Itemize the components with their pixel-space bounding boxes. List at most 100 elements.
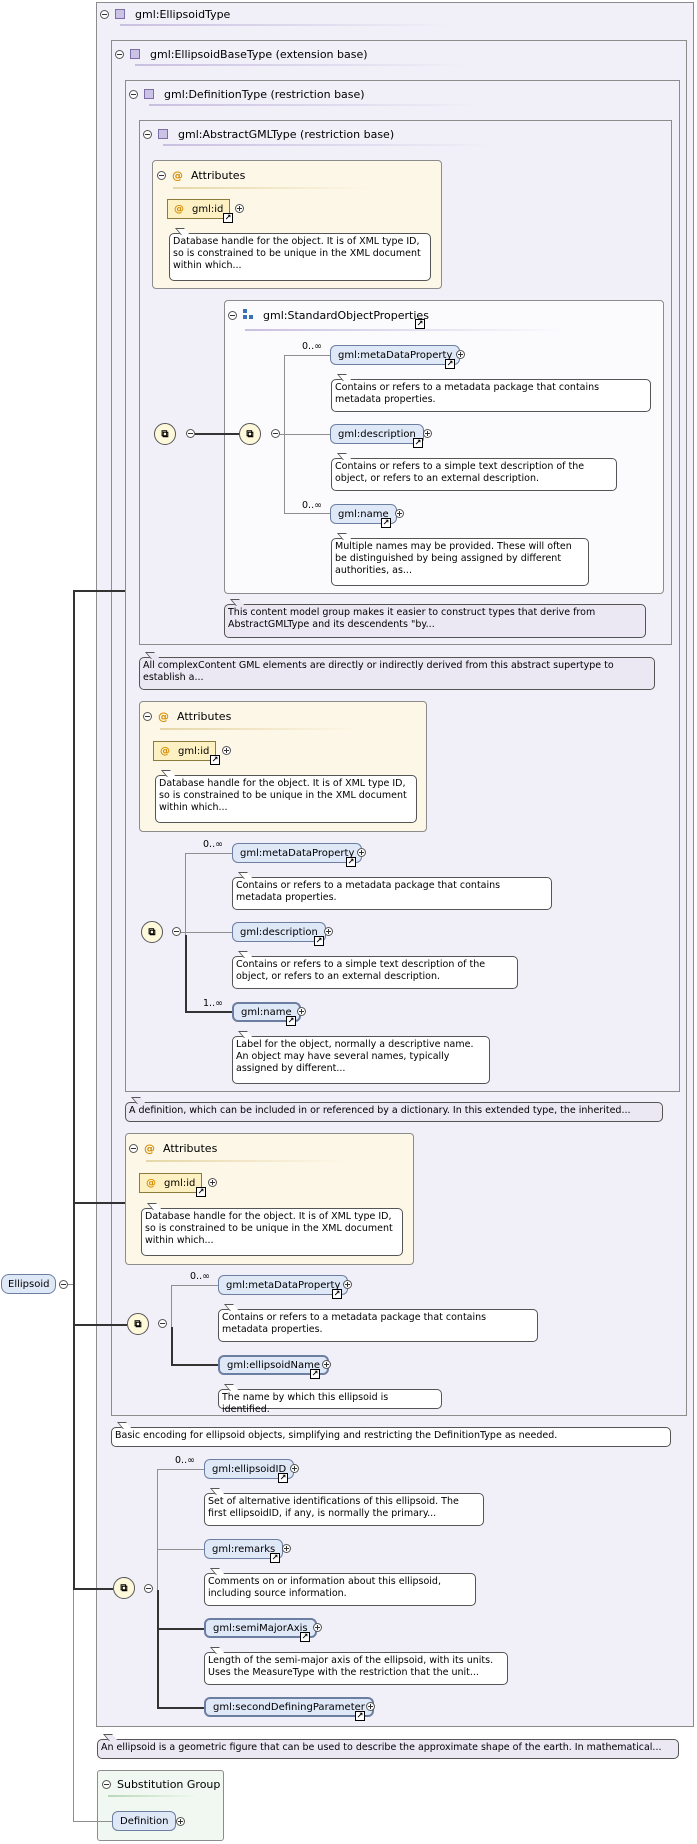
abstract-gml-title: gml:AbstractGMLType (restriction base) — [178, 127, 395, 141]
element-label: gml:ellipsoidName — [227, 1359, 321, 1371]
reference-icon[interactable] — [196, 1187, 206, 1197]
expand-icon[interactable] — [423, 429, 432, 438]
collapse-toggle-icon[interactable] — [186, 429, 195, 438]
metadata-property-doc: Contains or refers to a metadata package… — [218, 1309, 538, 1342]
complex-type-icon — [130, 49, 140, 59]
expand-icon[interactable] — [456, 350, 465, 359]
sequence-compositor-icon: ⧉ — [141, 921, 163, 943]
attributes-label: Attributes — [163, 1141, 218, 1155]
connector-line — [157, 1549, 204, 1550]
expand-icon[interactable] — [357, 848, 366, 857]
connector-line — [157, 1590, 159, 1708]
reference-icon[interactable] — [300, 1632, 310, 1642]
collapse-toggle-icon[interactable] — [271, 429, 280, 438]
collapse-toggle-icon[interactable] — [102, 1779, 111, 1789]
collapse-toggle-icon[interactable] — [228, 310, 237, 320]
definition-type-header: gml:DefinitionType (restriction base) — [129, 86, 365, 102]
substitution-group-header: Substitution Group — [102, 1776, 220, 1792]
description-element[interactable]: gml:description — [330, 424, 424, 444]
expand-icon[interactable] — [235, 204, 244, 213]
expand-icon[interactable] — [366, 1702, 375, 1711]
expand-icon[interactable] — [313, 1623, 322, 1632]
expand-icon[interactable] — [395, 509, 404, 518]
semi-major-axis-element[interactable]: gml:semiMajorAxis — [204, 1618, 317, 1638]
collapse-toggle-icon[interactable] — [129, 89, 138, 99]
sequence-compositor-icon: ⧉ — [154, 423, 176, 445]
element-label: gml:secondDefiningParameter — [213, 1701, 365, 1713]
collapse-toggle-icon[interactable] — [157, 170, 166, 180]
reference-icon[interactable] — [332, 1289, 342, 1299]
reference-icon[interactable] — [415, 319, 425, 329]
definition-substitution-element[interactable]: Definition — [112, 1811, 177, 1831]
ellipsoid-base-title: gml:EllipsoidBaseType (extension base) — [150, 47, 368, 61]
connector-line — [284, 513, 330, 514]
expand-icon[interactable] — [208, 1178, 217, 1187]
reference-icon[interactable] — [310, 1369, 320, 1379]
reference-icon[interactable] — [223, 213, 233, 223]
reference-icon[interactable] — [270, 1553, 280, 1563]
connector-line — [181, 932, 232, 933]
expand-icon[interactable] — [324, 927, 333, 936]
collapse-toggle-icon[interactable] — [59, 1280, 68, 1289]
header-divider — [160, 728, 360, 730]
expand-icon[interactable] — [282, 1544, 291, 1553]
connector-line — [68, 1284, 74, 1285]
expand-icon[interactable] — [290, 1464, 299, 1473]
substitution-group-title: Substitution Group — [117, 1777, 221, 1791]
connector-line — [73, 1202, 125, 1204]
collapse-toggle-icon[interactable] — [143, 711, 152, 721]
connector-line — [157, 1469, 158, 1708]
element-label: gml:ellipsoidID — [212, 1463, 287, 1475]
id-attribute[interactable]: @ gml:id — [139, 1173, 203, 1193]
sequence-compositor-icon: ⧉ — [239, 423, 261, 445]
name-doc: Label for the object, normally a descrip… — [232, 1036, 490, 1084]
id-attribute[interactable]: @ gml:id — [167, 199, 231, 219]
description-element[interactable]: gml:description — [232, 922, 326, 942]
abstract-gml-header: gml:AbstractGMLType (restriction base) — [143, 126, 394, 142]
id-attribute[interactable]: @ gml:id — [153, 741, 217, 761]
reference-icon[interactable] — [445, 359, 455, 369]
collapse-toggle-icon[interactable] — [100, 9, 109, 19]
remarks-element[interactable]: gml:remarks — [204, 1539, 284, 1559]
reference-icon[interactable] — [278, 1473, 288, 1483]
collapse-toggle-icon[interactable] — [115, 49, 124, 59]
attribute-icon: @ — [174, 203, 184, 215]
element-label: gml:remarks — [212, 1543, 276, 1555]
reference-icon[interactable] — [314, 936, 324, 946]
reference-icon[interactable] — [286, 1016, 296, 1026]
connector-line — [73, 1588, 113, 1590]
reference-icon[interactable] — [346, 857, 356, 867]
expand-icon[interactable] — [222, 746, 231, 755]
collapse-toggle-icon[interactable] — [172, 927, 181, 936]
element-label: gml:name — [241, 1006, 292, 1018]
standard-props-header: gml:StandardObjectProperties — [228, 307, 429, 323]
reference-icon[interactable] — [210, 755, 220, 765]
metadata-property-element[interactable]: gml:metaDataProperty — [218, 1275, 349, 1295]
collapse-toggle-icon[interactable] — [143, 129, 152, 139]
ellipsoid-name-element[interactable]: gml:ellipsoidName — [218, 1355, 330, 1375]
connector-line — [157, 1628, 204, 1630]
cardinality-label: 0..∞ — [190, 1271, 210, 1282]
reference-icon[interactable] — [413, 438, 423, 448]
cardinality-label: 0..∞ — [203, 839, 223, 850]
collapse-toggle-icon[interactable] — [129, 1143, 138, 1153]
reference-icon[interactable] — [381, 518, 391, 528]
collapse-toggle-icon[interactable] — [158, 1319, 167, 1328]
second-defining-parameter-element[interactable]: gml:secondDefiningParameter — [204, 1697, 374, 1717]
expand-icon[interactable] — [297, 1007, 306, 1016]
attributes-header: @ Attributes — [129, 1140, 217, 1156]
ellipsoid-root-element[interactable]: Ellipsoid — [1, 1274, 57, 1294]
attributes-label: Attributes — [177, 709, 232, 723]
metadata-property-element[interactable]: gml:metaDataProperty — [330, 345, 461, 365]
expand-icon[interactable] — [322, 1360, 331, 1369]
cardinality-label: 0..∞ — [302, 500, 322, 511]
collapse-toggle-icon[interactable] — [144, 1584, 153, 1593]
header-divider — [146, 1160, 346, 1162]
ellipsoid-type-header: gml:EllipsoidType — [100, 6, 230, 22]
name-doc: Multiple names may be provided. These wi… — [331, 538, 589, 586]
expand-icon[interactable] — [343, 1280, 352, 1289]
reference-icon[interactable] — [355, 1711, 365, 1721]
expand-icon[interactable] — [176, 1817, 185, 1826]
header-divider — [120, 24, 450, 26]
metadata-property-element[interactable]: gml:metaDataProperty — [232, 843, 363, 863]
